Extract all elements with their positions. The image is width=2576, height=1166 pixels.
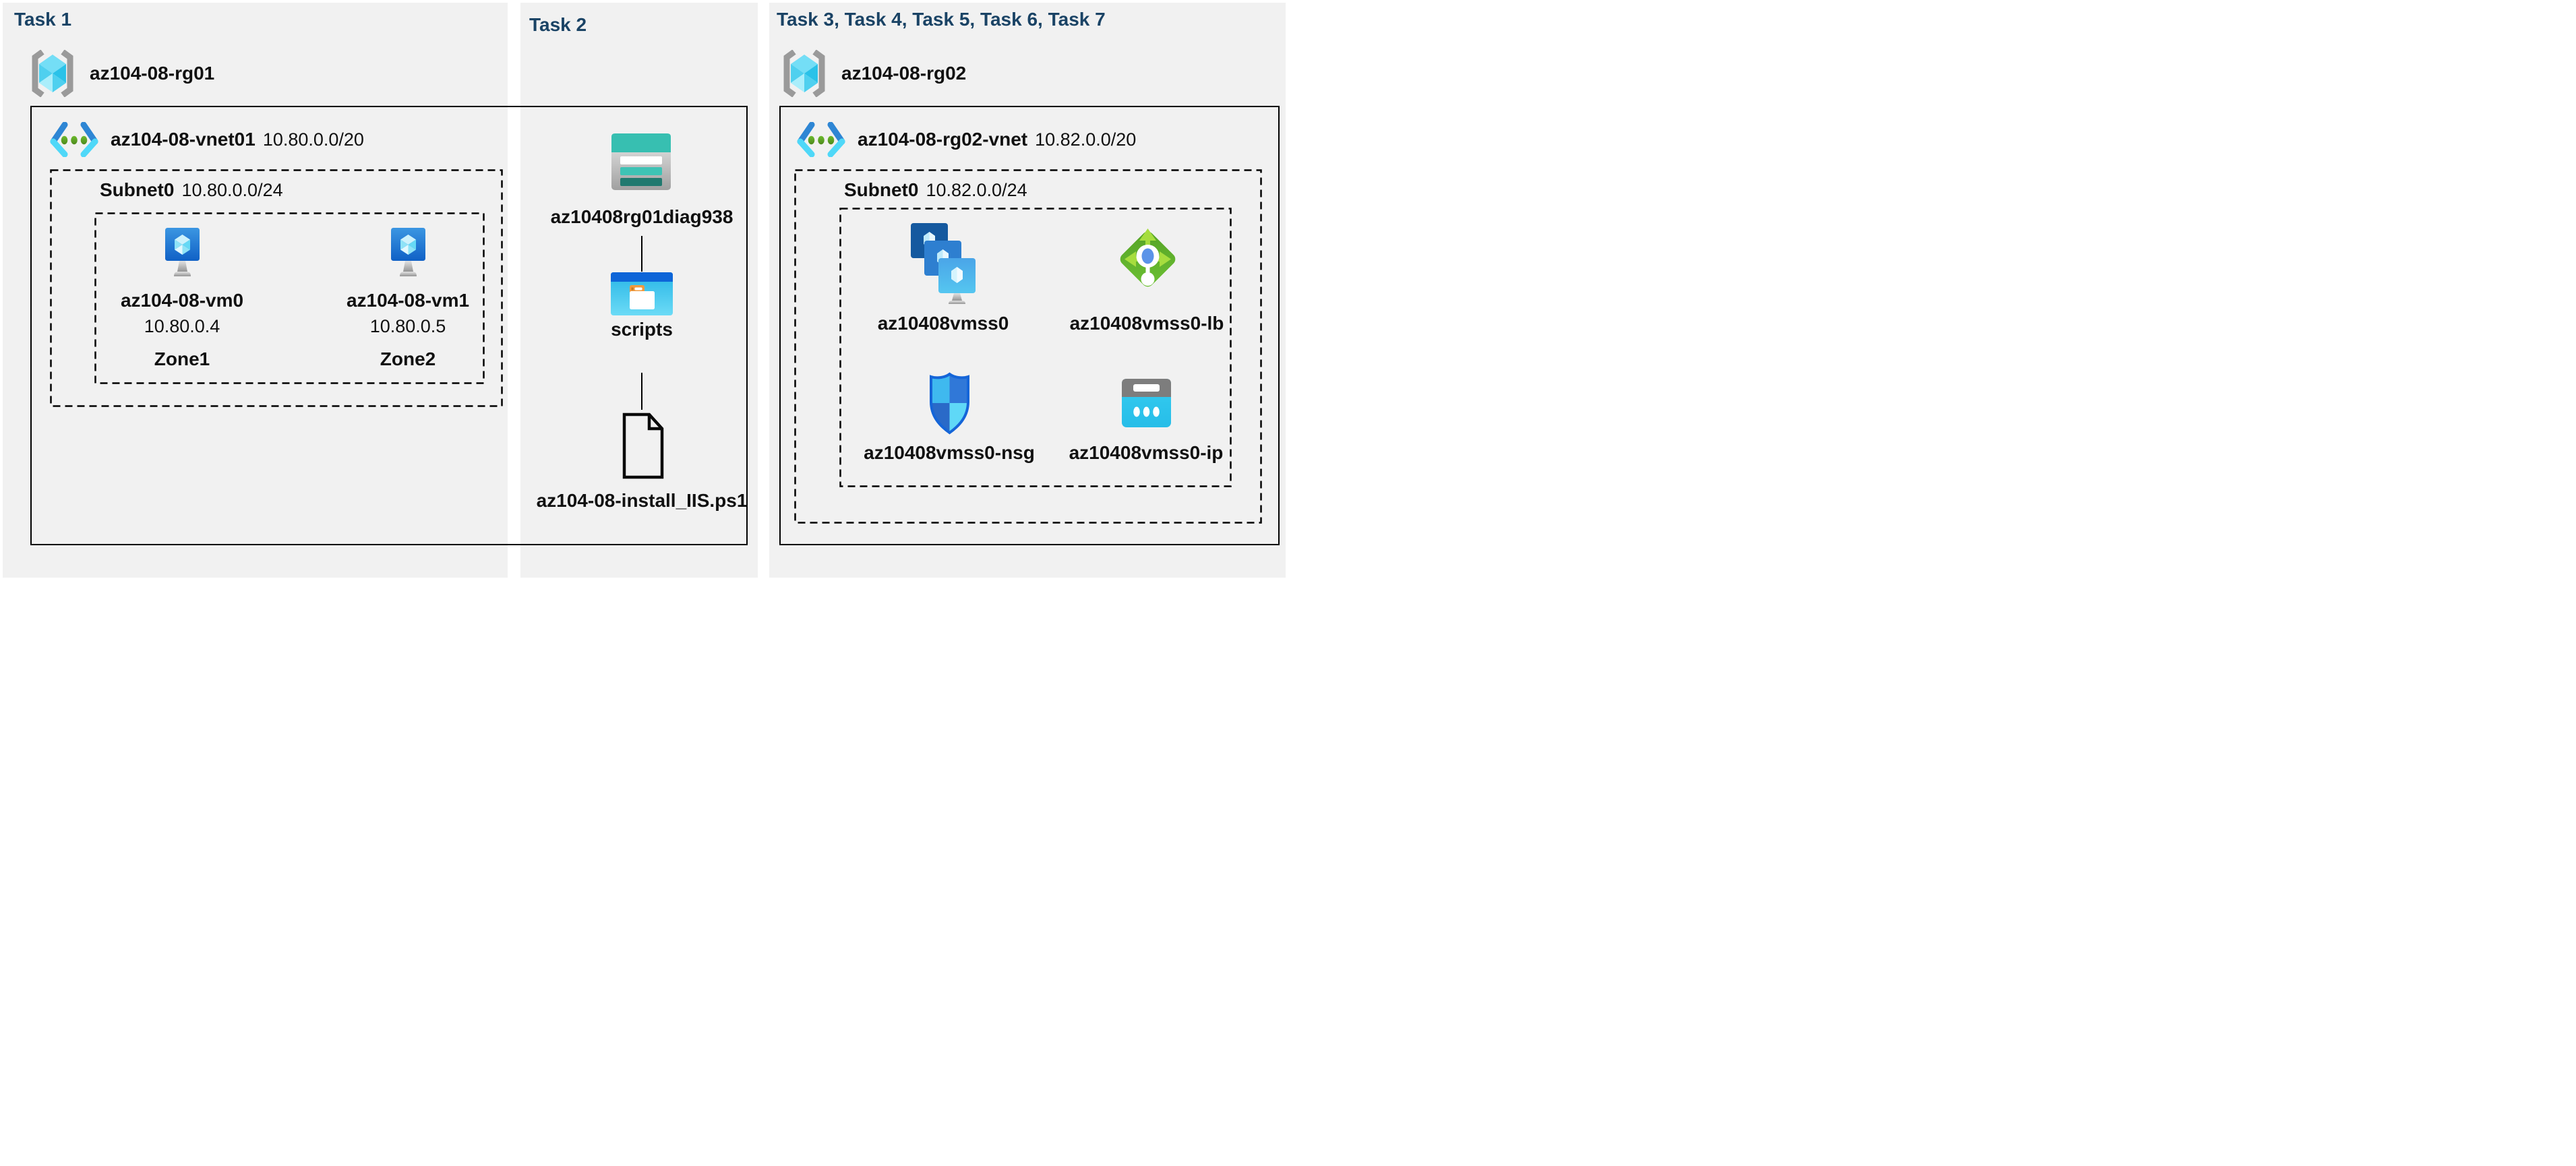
subnet-1-name: Subnet0 [100, 179, 175, 200]
script-file-name: az104-08-install_IIS.ps1 [536, 490, 748, 511]
load-balancer-name: az10408vmss0-lb [1069, 313, 1224, 334]
vnet2-boundary-box [779, 106, 1280, 545]
storage-account-name: az10408rg01diag938 [550, 206, 733, 227]
vnet-2-name: az104-08-rg02-vnet [858, 129, 1028, 150]
vnet-1-cidr: 10.80.0.0/20 [262, 129, 364, 150]
vnet-2-cidr: 10.82.0.0/20 [1035, 129, 1137, 150]
resource-group-2-name: az104-08-rg02 [841, 63, 967, 84]
task1-heading: Task 1 [14, 9, 72, 30]
container-name: scripts [611, 319, 673, 340]
vm0-ip: 10.80.0.4 [144, 316, 220, 336]
nsg-name: az10408vmss0-nsg [864, 442, 1035, 463]
connector-storage-scripts [641, 236, 642, 272]
subnet2-dashed-box [794, 169, 1262, 524]
public-ip-icon [1122, 379, 1171, 427]
virtual-network-icon [797, 122, 845, 157]
subnet-2-cidr: 10.82.0.0/24 [926, 179, 1027, 200]
vm0-name: az104-08-vm0 [120, 290, 244, 311]
subnet1-dashed-box [50, 169, 503, 407]
public-ip-name: az10408vmss0-ip [1069, 442, 1224, 463]
task2-heading: Task 2 [529, 14, 587, 35]
vnet1-boundary-box [30, 106, 748, 545]
virtual-machine-icon [391, 228, 425, 276]
virtual-network-icon [50, 122, 98, 157]
vm-group-dashed-box [94, 212, 485, 384]
vm1-name: az104-08-vm1 [346, 290, 470, 311]
subnet-1-cidr: 10.80.0.0/24 [181, 179, 283, 200]
diagram-canvas: Task 1 Task 2 Task 3, Task 4, Task 5, Ta… [0, 0, 1288, 583]
storage-account-icon [611, 133, 671, 190]
vm1-zone: Zone2 [380, 348, 436, 369]
resource-group-1-name: az104-08-rg01 [90, 63, 215, 84]
load-balancer-icon [1120, 228, 1176, 287]
network-security-group-icon [930, 372, 969, 435]
vnet-2: az104-08-rg02-vnet 10.82.0.0/20 [797, 122, 1136, 157]
vnet-1-name: az104-08-vnet01 [111, 129, 256, 150]
subnet-2-label: Subnet0 10.82.0.0/24 [844, 179, 1027, 202]
resource-group-icon [32, 50, 73, 97]
subnet-1-label: Subnet0 10.80.0.0/24 [100, 179, 283, 202]
blob-container-icon [611, 272, 673, 315]
vmss-name: az10408vmss0 [877, 313, 1009, 334]
task1-panel [3, 3, 508, 578]
vm1-ip: 10.80.0.5 [369, 316, 446, 336]
vm-scale-set-icon [911, 223, 976, 304]
resource-group-icon [783, 50, 825, 97]
vmss-group-dashed-box [839, 208, 1232, 487]
vnet-1: az104-08-vnet01 10.80.0.0/20 [50, 122, 364, 157]
virtual-machine-icon [165, 228, 200, 276]
script-file-icon [622, 412, 664, 479]
subnet-2-name: Subnet0 [844, 179, 919, 200]
task3-heading: Task 3, Task 4, Task 5, Task 6, Task 7 [777, 9, 1106, 30]
connector-scripts-file [641, 373, 642, 410]
resource-group-2: az104-08-rg02 [783, 50, 966, 97]
task3-panel [769, 3, 1286, 578]
resource-group-1: az104-08-rg01 [31, 50, 214, 97]
vm0-zone: Zone1 [154, 348, 210, 369]
